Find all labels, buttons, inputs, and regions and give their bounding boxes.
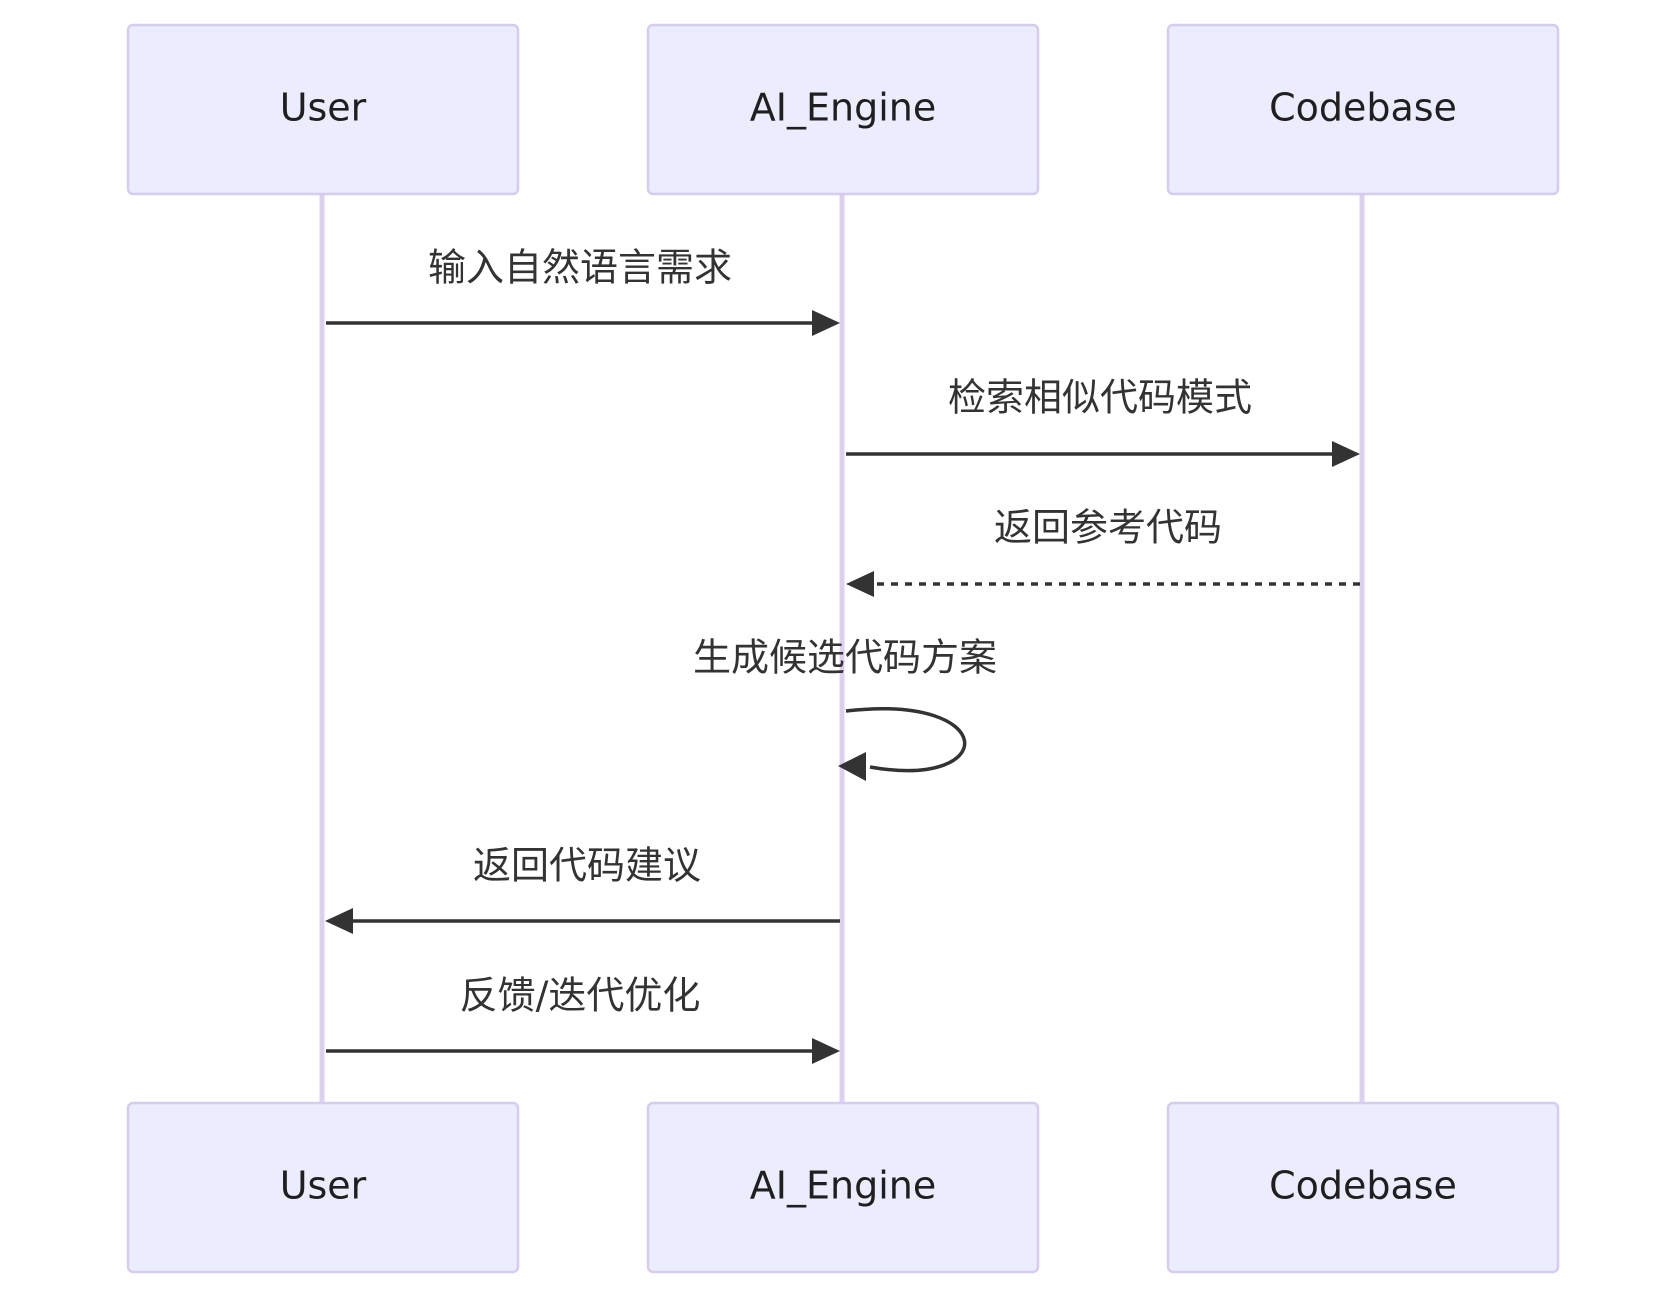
message-3: 返回参考代码	[846, 506, 1360, 597]
participant-codebase-bottom-label: Codebase	[1269, 1164, 1457, 1208]
message-6-arrowhead	[812, 1038, 840, 1064]
participant-ai-engine-bottom-label: AI_Engine	[750, 1164, 936, 1208]
participant-user-top-label: User	[280, 86, 367, 130]
message-6-label: 反馈/迭代优化	[460, 974, 701, 1018]
message-1: 输入自然语言需求	[326, 246, 840, 336]
message-1-arrowhead	[812, 310, 840, 336]
participant-ai-engine-bottom: AI_Engine	[646, 1101, 1040, 1274]
participant-user-bottom: User	[126, 1101, 520, 1274]
participant-codebase-top-label: Codebase	[1269, 86, 1457, 130]
message-3-label: 返回参考代码	[994, 506, 1222, 550]
message-4-self-call: 生成候选代码方案	[693, 636, 997, 781]
participant-user-top: User	[126, 23, 520, 196]
participant-ai-engine-top-label: AI_Engine	[750, 86, 936, 130]
participant-codebase-top: Codebase	[1166, 23, 1560, 196]
message-5-arrowhead	[325, 908, 353, 934]
message-1-label: 输入自然语言需求	[428, 246, 732, 290]
message-4-label: 生成候选代码方案	[693, 636, 997, 680]
message-5-label: 返回代码建议	[473, 844, 701, 888]
message-6: 反馈/迭代优化	[326, 974, 840, 1064]
message-3-arrowhead	[846, 571, 874, 597]
message-2: 检索相似代码模式	[846, 376, 1360, 467]
message-4-loop	[845, 707, 967, 773]
message-2-arrowhead	[1332, 441, 1360, 467]
participant-user-bottom-label: User	[280, 1164, 367, 1208]
message-5: 返回代码建议	[325, 844, 840, 934]
message-4-arrowhead	[838, 752, 866, 781]
participant-ai-engine-top: AI_Engine	[646, 23, 1040, 196]
participant-codebase-bottom: Codebase	[1166, 1101, 1560, 1274]
message-2-label: 检索相似代码模式	[948, 376, 1252, 420]
